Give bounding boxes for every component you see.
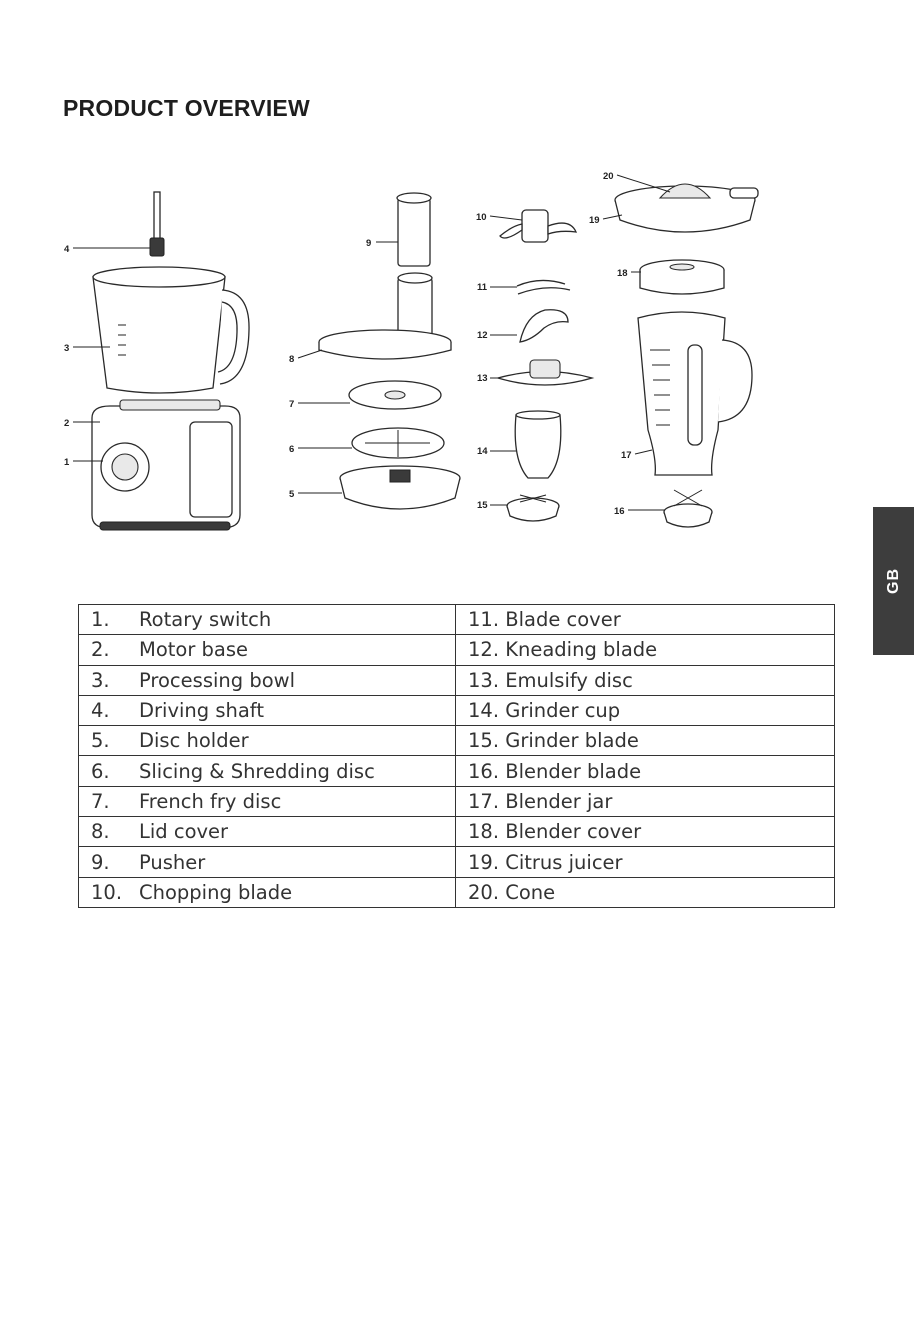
part-cell: 1.Rotary switch: [78, 603, 456, 636]
callout-13: 13: [477, 373, 488, 384]
parts-list-table: 1.Rotary switch 11. Blade cover 2.Motor …: [78, 603, 835, 908]
language-side-tab: GB: [873, 507, 914, 655]
part-cell: 18. Blender cover: [455, 816, 835, 848]
slicing-shredding-disc-drawing: [351, 427, 445, 459]
disc-holder-drawing: [339, 465, 461, 510]
part-cell: 14. Grinder cup: [455, 694, 835, 727]
part-cell: 4.Driving shaft: [78, 694, 456, 727]
callout-8: 8: [289, 354, 294, 365]
part-cell: 19. Citrus juicer: [455, 846, 835, 878]
blender-cover-drawing: [639, 259, 725, 295]
callout-11: 11: [477, 282, 488, 293]
part-cell: 13. Emulsify disc: [455, 664, 835, 696]
table-row: 7.French fry disc 17. Blender jar: [78, 785, 835, 818]
grinder-cup-drawing: [514, 410, 562, 479]
callout-3: 3: [64, 343, 69, 354]
callout-20: 20: [603, 171, 614, 182]
callout-4: 4: [64, 244, 70, 255]
callout-7: 7: [289, 399, 294, 410]
callout-5: 5: [289, 489, 295, 500]
part-cell: 12. Kneading blade: [455, 634, 835, 666]
table-row: 1.Rotary switch 11. Blade cover: [78, 603, 835, 636]
part-cell: 7.French fry disc: [78, 785, 456, 818]
part-cell: 6.Slicing & Shredding disc: [78, 755, 456, 787]
part-cell: 11. Blade cover: [455, 603, 835, 636]
kneading-blade-drawing: [519, 309, 569, 343]
part-cell: 17. Blender jar: [455, 785, 835, 818]
table-row: 8.Lid cover 18. Blender cover: [78, 816, 835, 848]
part-cell: 20. Cone: [455, 876, 835, 908]
callout-2: 2: [64, 418, 69, 429]
table-row: 9.Pusher 19. Citrus juicer: [78, 846, 835, 878]
product-exploded-diagram: 4 3 2 1 9 8 7 6 5: [64, 171, 759, 531]
part-cell: 2.Motor base: [78, 634, 456, 666]
processing-bowl-drawing: [92, 266, 250, 394]
french-fry-disc-drawing: [348, 380, 442, 410]
callout-9: 9: [366, 238, 371, 249]
callout-10: 10: [476, 212, 487, 223]
callout-17: 17: [621, 450, 632, 461]
table-row: 5.Disc holder 15. Grinder blade: [78, 725, 835, 757]
callout-6: 6: [289, 444, 294, 455]
callout-14: 14: [477, 446, 488, 457]
driving-shaft-drawing: [149, 191, 165, 257]
pusher-drawing: [396, 192, 432, 267]
part-cell: 8.Lid cover: [78, 816, 456, 848]
callout-12: 12: [477, 330, 488, 341]
citrus-juicer-drawing: [614, 183, 759, 233]
part-cell: 10.Chopping blade: [78, 876, 456, 908]
motor-base-drawing: [91, 399, 241, 531]
part-cell: 15. Grinder blade: [455, 725, 835, 757]
part-cell: 9.Pusher: [78, 846, 456, 878]
part-cell: 5.Disc holder: [78, 725, 456, 757]
page-title: PRODUCT OVERVIEW: [63, 95, 310, 121]
table-row: 3.Processing bowl 13. Emulsify disc: [78, 664, 835, 696]
chopping-blade-drawing: [499, 209, 578, 243]
table-row: 2.Motor base 12. Kneading blade: [78, 634, 835, 666]
blender-jar-drawing: [637, 311, 753, 476]
table-row: 4.Driving shaft 14. Grinder cup: [78, 694, 835, 727]
callout-16: 16: [614, 506, 625, 517]
callout-15: 15: [477, 500, 488, 511]
callout-18: 18: [617, 268, 628, 279]
blade-cover-drawing: [516, 279, 571, 295]
grinder-blade-drawing: [506, 494, 560, 522]
part-cell: 16. Blender blade: [455, 755, 835, 787]
language-tab-label: GB: [884, 568, 902, 594]
table-row: 6.Slicing & Shredding disc 16. Blender b…: [78, 755, 835, 787]
blender-blade-drawing: [663, 489, 713, 528]
table-row: 10.Chopping blade 20. Cone: [78, 876, 835, 908]
emulsify-disc-drawing: [495, 359, 595, 386]
lid-cover-drawing: [318, 272, 452, 360]
callout-1: 1: [64, 457, 70, 468]
callout-19: 19: [589, 215, 600, 226]
part-cell: 3.Processing bowl: [78, 664, 456, 696]
